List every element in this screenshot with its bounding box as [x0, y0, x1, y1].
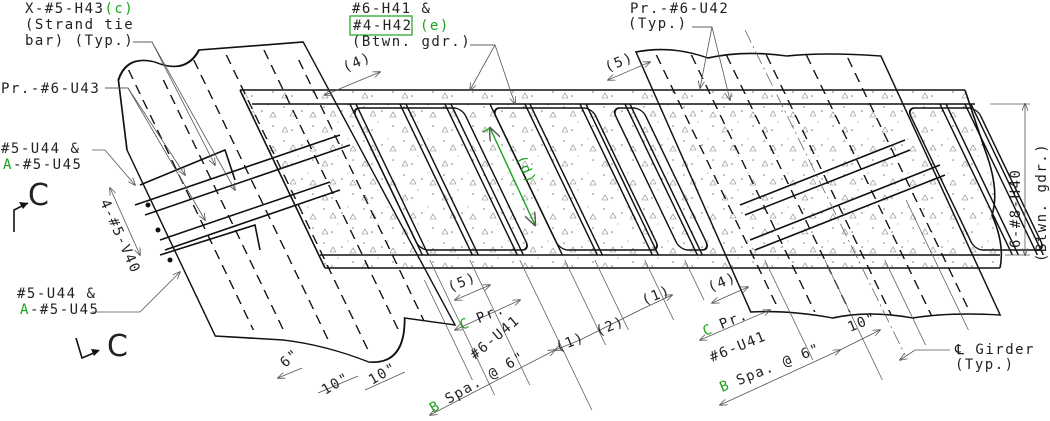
dim-right-5: (5)	[603, 50, 637, 76]
dim-1b: (1)	[640, 283, 674, 309]
skewed-girders	[117, 41, 1045, 410]
leader-lines	[92, 26, 1030, 415]
h41-label: #6-H41 &	[352, 1, 431, 17]
dim-10in-a: 10"	[319, 370, 353, 399]
h42-highlight-box	[349, 15, 413, 36]
u43-label: Pr.-#6-U43	[1, 81, 100, 97]
dim-2: (2)	[594, 314, 628, 340]
dim-right-4: (4)	[706, 270, 740, 296]
dim-1a: (1)	[554, 330, 588, 356]
dim-left-4: (4)	[341, 50, 375, 76]
section-marker-top: C	[13, 178, 49, 232]
section-label-bottom: C	[107, 329, 128, 364]
cl-girder-label: ℄ Girder	[954, 342, 1035, 358]
h41-btwn-gdr: (Btwn. gdr.)	[352, 34, 471, 50]
right-u41-count: CPr.	[701, 307, 751, 340]
cl-girder-typ: (Typ.)	[955, 357, 1015, 373]
u42-typ: (Typ.)	[628, 16, 688, 32]
h40-btwn-gdr: (Btwn. gdr.)	[1034, 143, 1050, 262]
section-marker-bottom: C	[75, 329, 128, 364]
h43-label: X-#5-H43(c)	[25, 1, 134, 17]
dim-10in-b: 10"	[366, 360, 400, 389]
girder-centerline	[744, 29, 906, 356]
right-u41-label: #6-U41	[708, 329, 769, 366]
diaphragm-beam	[239, 89, 1003, 269]
u42-label: Pr.-#6-U42	[630, 1, 729, 17]
dim-6in: 6"	[277, 346, 302, 371]
h43-label-line3: bar) (Typ.)	[25, 33, 134, 49]
u44-label-bottom: #5-U44 &	[17, 286, 96, 302]
h40-label: 6-#8-H40	[1008, 169, 1024, 248]
h42-label: #4-H42	[353, 18, 413, 34]
u44-label-top: #5-U44 &	[1, 141, 80, 157]
strand-tie-bars	[134, 134, 946, 263]
right-girder	[634, 48, 1002, 319]
u45-label-top: A-#5-U45	[3, 157, 82, 173]
u45-label-bottom: A-#5-U45	[20, 302, 99, 318]
section-label-top: C	[28, 178, 49, 213]
h42-note-e: (e)	[420, 18, 450, 34]
h43-label-line2: (Strand tie	[25, 17, 134, 33]
